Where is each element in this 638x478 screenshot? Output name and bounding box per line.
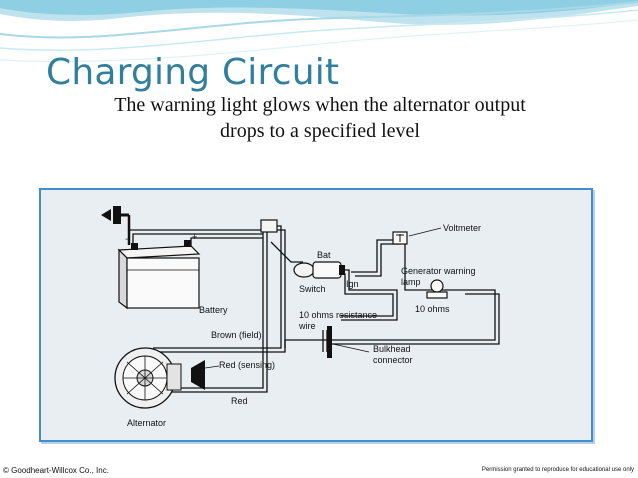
subtitle-line-1: The warning light glows when the alterna… — [114, 94, 526, 116]
slide-subtitle: The warning light glows when the alterna… — [40, 92, 600, 144]
alternator-icon — [114, 347, 205, 409]
red-sensing-label: Red (sensing) — [219, 360, 275, 370]
ign-terminal-label: Ign — [346, 279, 359, 289]
diagram-frame: − + — [39, 188, 593, 442]
generator-warning-label: Generator warning — [401, 266, 476, 276]
brown-field-label: Brown (field) — [211, 330, 262, 340]
red-wire-label: Red — [231, 396, 248, 406]
lamp-label: lamp — [401, 277, 421, 287]
battery-negative-label: − — [125, 234, 130, 244]
bulkhead-connector-icon — [327, 326, 332, 358]
battery-icon — [117, 240, 201, 310]
battery-positive-label: + — [192, 232, 197, 242]
switch-label: Switch — [299, 284, 326, 294]
resistance-wire-label: 10 ohms resistance — [299, 310, 377, 320]
bat-terminal-label: Bat — [317, 250, 331, 260]
voltmeter-icon — [392, 231, 408, 245]
ground-icon — [101, 206, 131, 245]
battery-label: Battery — [199, 305, 228, 315]
subtitle-line-2: drops to a specified level — [220, 120, 420, 142]
slide-title: Charging Circuit — [46, 52, 340, 93]
connector-label: connector — [373, 355, 413, 365]
junction-block — [260, 219, 278, 233]
wiring — [128, 225, 500, 393]
copyright-footer: © Goodheart-Willcox Co., Inc. — [3, 466, 109, 475]
voltmeter-label: Voltmeter — [443, 223, 481, 233]
resistance-wire-label-2: wire — [298, 321, 316, 331]
header-wave-decoration — [0, 0, 638, 63]
charging-circuit-diagram: − + — [101, 206, 500, 428]
alternator-label: Alternator — [127, 418, 166, 428]
ignition-switch-icon — [293, 261, 345, 279]
bulkhead-label: Bulkhead — [373, 344, 411, 354]
ten-ohms-label: 10 ohms — [415, 304, 450, 314]
warning-lamp-icon — [426, 279, 448, 299]
permission-footer: Permission granted to reproduce for educ… — [481, 467, 634, 473]
